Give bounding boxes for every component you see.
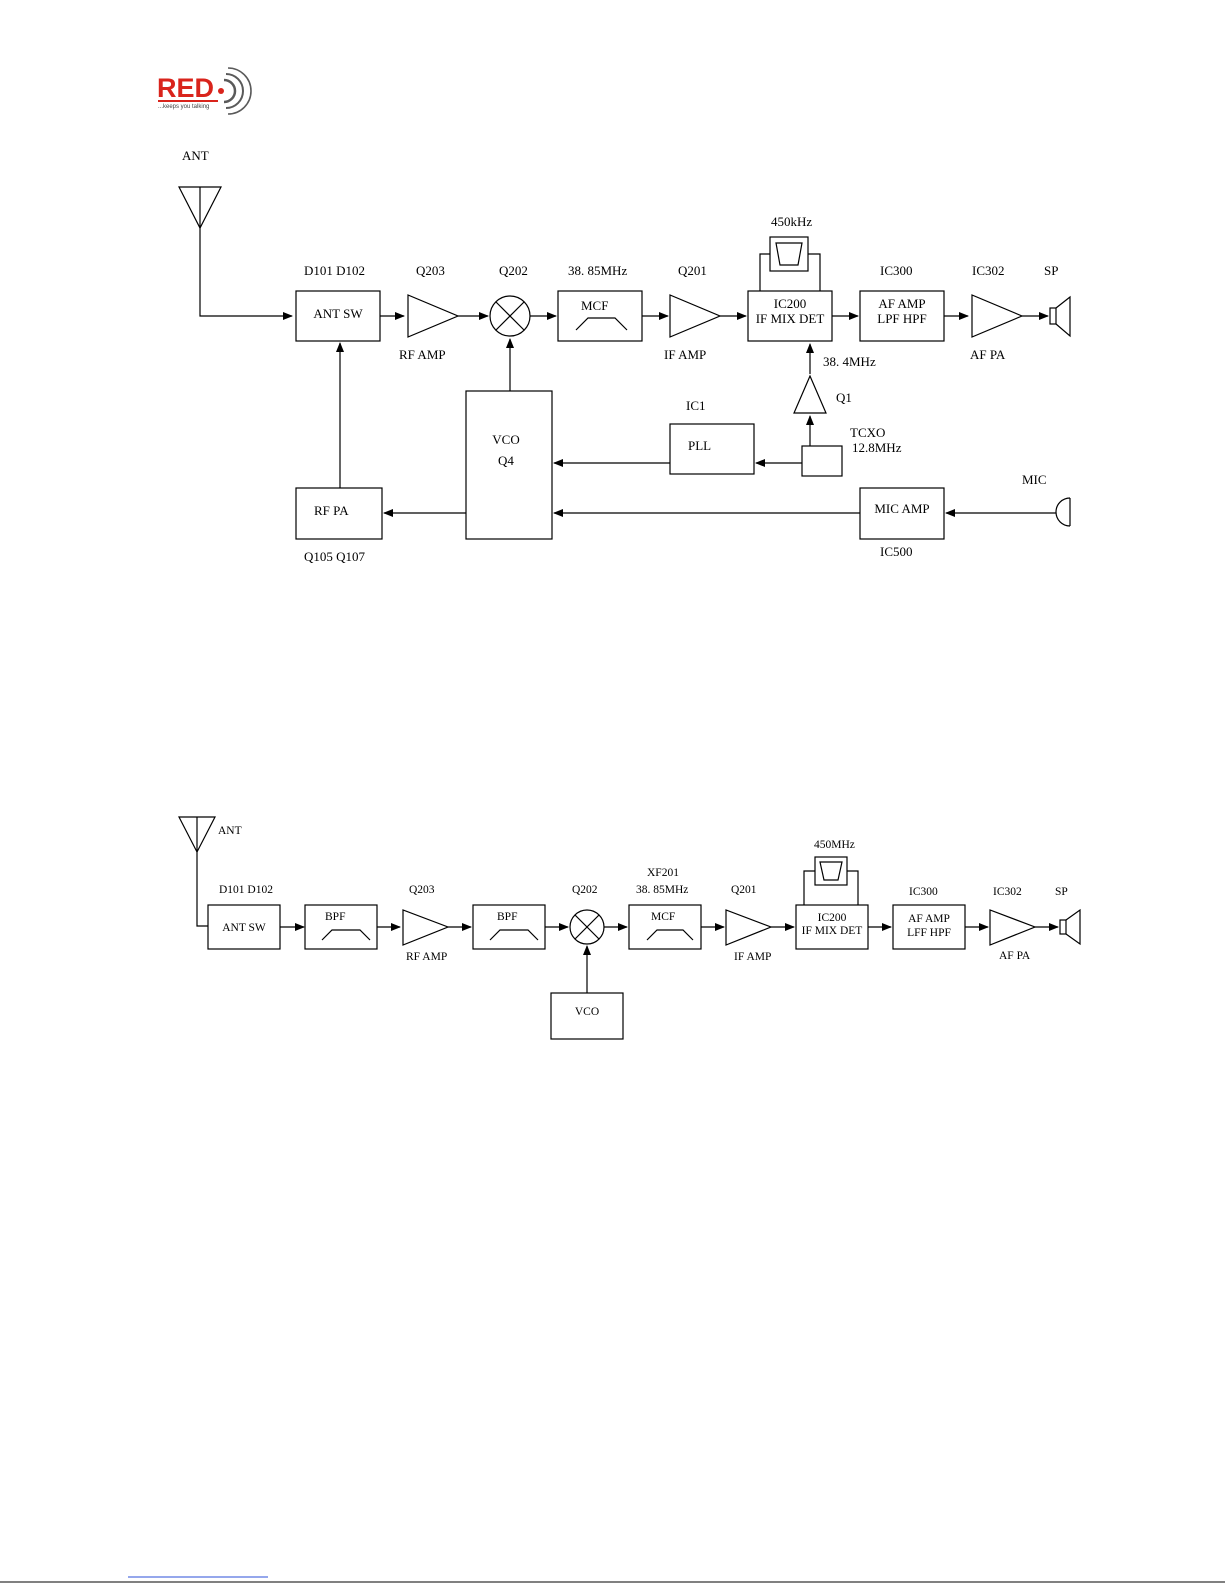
- d1-q203-label: Q203: [416, 263, 445, 278]
- d1-128mhz-label: 12.8MHz: [852, 440, 902, 455]
- d2-vco-block: [550, 992, 624, 1040]
- d2-ic200-block: [795, 904, 869, 950]
- d2-af-pa-label: AF PA: [999, 950, 1031, 962]
- d2-freq-mcf-label: 38. 85MHz: [636, 884, 688, 896]
- d2-rf-amp-label: RF AMP: [406, 951, 447, 963]
- d1-bandpass-icon: [575, 317, 628, 331]
- d2-bpf1-block: [304, 904, 378, 950]
- d2-ant-label: ANT: [218, 825, 242, 837]
- d2-bpf2-label: BPF: [497, 911, 517, 923]
- d2-ic200-label: IC200: [818, 912, 847, 924]
- d2-q203-label: Q203: [409, 884, 435, 896]
- d1-vco-block: [465, 390, 553, 540]
- d1-rf-amp-triangle: [407, 294, 460, 338]
- d2-bpf2-block: [472, 904, 546, 950]
- d1-q4-label: Q4: [498, 453, 514, 468]
- d1-ant-sw-block: [295, 290, 381, 342]
- d2-d101-d102-label: D101 D102: [219, 884, 273, 896]
- d2-af-pa-triangle: [989, 909, 1037, 946]
- d2-mcf-label: MCF: [651, 911, 675, 923]
- d2-ceramic-filter: [814, 856, 848, 886]
- d1-speaker-icon: [1049, 295, 1071, 338]
- d1-if-amp-triangle: [669, 294, 722, 338]
- d2-lff-hpf-label: LFF HPF: [907, 927, 951, 939]
- d2-ic300-label: IC300: [909, 886, 938, 898]
- d2-xf201-label: XF201: [647, 867, 679, 879]
- d1-q1-label: Q1: [836, 390, 852, 405]
- d1-rf-amp-label: RF AMP: [399, 347, 446, 362]
- d2-bpf1-icon: [321, 929, 371, 941]
- d2-af-amp-block: [892, 904, 966, 950]
- d2-450mhz-label: 450MHz: [814, 839, 855, 851]
- d1-ic200-block: [747, 290, 833, 342]
- d1-q105-q107-label: Q105 Q107: [304, 549, 366, 564]
- d1-mcf-label: MCF: [581, 298, 608, 313]
- d1-lpf-hpf-label: LPF HPF: [877, 311, 927, 326]
- d1-ic200-label: IC200: [774, 296, 807, 311]
- d2-mcf-block: [628, 904, 702, 950]
- antenna-icon: [178, 186, 222, 230]
- diagram-transceiver-block: ANT D101 D102 ANT SW Q203 RF AMP Q202 38…: [178, 148, 1071, 564]
- d2-if-mix-det-label: IF MIX DET: [802, 925, 863, 937]
- d1-pll-label: PLL: [688, 438, 711, 453]
- d2-q202-label: Q202: [572, 884, 598, 896]
- d2-if-amp-triangle: [725, 909, 773, 946]
- d1-ant-sw-label: ANT SW: [313, 306, 363, 321]
- d1-vco-label: VCO: [492, 432, 519, 447]
- logo-text: RED: [157, 73, 214, 103]
- d2-bandpass-icon: [646, 929, 694, 941]
- d1-q1-buffer-triangle: [793, 374, 827, 414]
- diagram-receiver-block: ANT D101 D102 ANT SW BPF Q203 RF AMP BPF…: [178, 816, 1081, 1040]
- d1-pll-block: [669, 423, 755, 475]
- d1-af-pa-triangle: [971, 294, 1024, 338]
- d1-mic-label: MIC: [1022, 472, 1047, 487]
- antenna-icon: [178, 816, 216, 854]
- d1-ic500-label: IC500: [880, 544, 913, 559]
- d1-mixer-icon: [489, 295, 531, 337]
- d2-bpf2-icon: [489, 929, 539, 941]
- d1-mcf-block: [557, 290, 643, 342]
- logo-tagline: ...keeps you talking: [158, 104, 209, 110]
- d1-tcxo-label: TCXO: [850, 425, 885, 440]
- d2-q201-label: Q201: [731, 884, 757, 896]
- d2-vco-label: VCO: [575, 1006, 599, 1018]
- d2-speaker-icon: [1059, 908, 1081, 946]
- d1-tcxo-block: [801, 445, 843, 477]
- d2-ic302-label: IC302: [993, 886, 1022, 898]
- d1-if-amp-label: IF AMP: [664, 347, 706, 362]
- d1-freq-mcf-label: 38. 85MHz: [568, 263, 627, 278]
- brand-logo: RED ...keeps you talking: [157, 67, 252, 115]
- d1-af-pa-label: AF PA: [970, 347, 1006, 362]
- d1-ic1-label: IC1: [686, 398, 706, 413]
- d2-rf-amp-triangle: [402, 909, 450, 946]
- d1-mic-amp-label: MIC AMP: [874, 501, 929, 516]
- d1-rf-pa-label: RF PA: [314, 503, 349, 518]
- d1-ant-label: ANT: [182, 148, 209, 163]
- d1-450khz-label: 450kHz: [771, 214, 812, 229]
- d1-q201-label: Q201: [678, 263, 707, 278]
- d1-microphone-icon: [1055, 497, 1071, 527]
- d1-ceramic-filter: [769, 236, 809, 272]
- d2-ant-sw-label: ANT SW: [222, 922, 266, 934]
- d2-sp-label: SP: [1055, 886, 1068, 898]
- d2-af-amp-label: AF AMP: [908, 913, 950, 925]
- d2-if-amp-label: IF AMP: [734, 951, 771, 963]
- d1-384mhz-label: 38. 4MHz: [823, 354, 876, 369]
- d1-ic300-label: IC300: [880, 263, 913, 278]
- d2-ant-sw-block: [207, 904, 281, 950]
- d1-d101-d102-label: D101 D102: [304, 263, 365, 278]
- d1-q202-label: Q202: [499, 263, 528, 278]
- d1-sp-label: SP: [1044, 263, 1058, 278]
- d1-af-amp-label: AF AMP: [878, 296, 925, 311]
- d1-ic302-label: IC302: [972, 263, 1005, 278]
- d1-rf-pa-block: [295, 487, 383, 540]
- d2-mixer-icon: [569, 909, 605, 945]
- d2-bpf1-label: BPF: [325, 911, 345, 923]
- d1-if-mix-det-label: IF MIX DET: [756, 311, 825, 326]
